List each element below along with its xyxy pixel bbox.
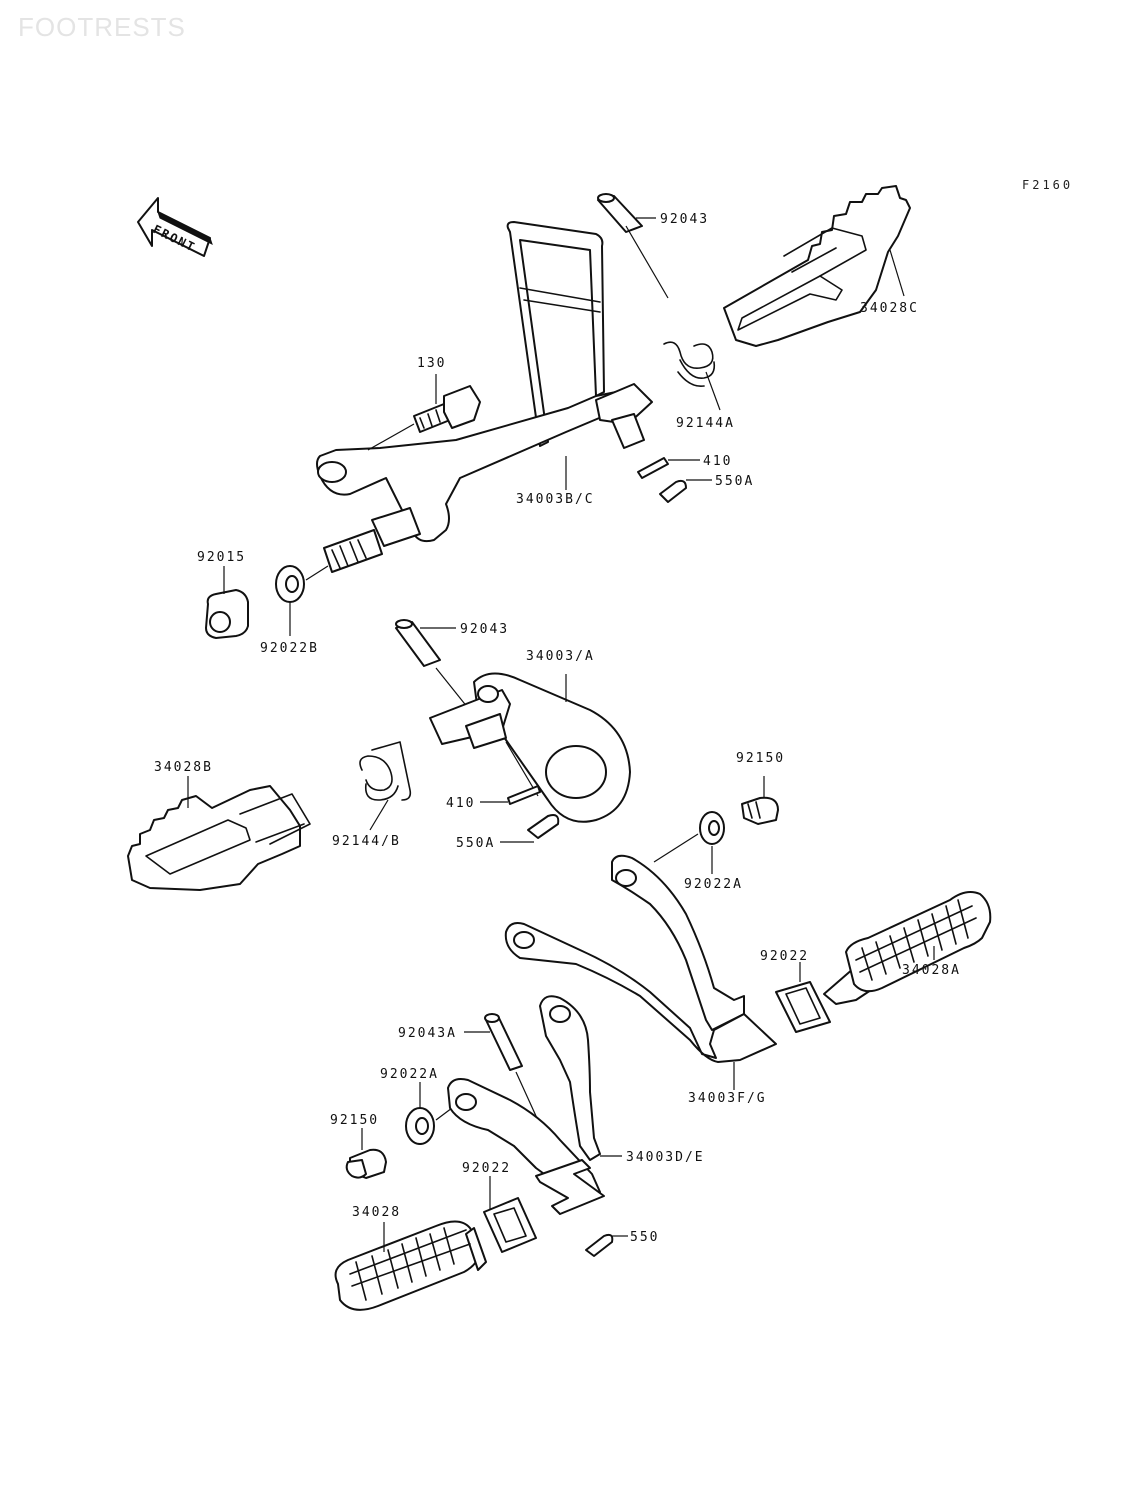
bolt-92150-right (741, 776, 779, 825)
bolt-92150-left (345, 1128, 387, 1179)
callout-34028a: 34028A (902, 963, 961, 978)
callout-92022a-left: 92022A (380, 1067, 439, 1082)
callout-550: 550 (630, 1230, 659, 1245)
cotter-pin-550a-mid (500, 814, 560, 843)
callout-550a-mid: 550A (456, 836, 495, 851)
cotter-pin-550a-top (659, 479, 712, 503)
pin-92043-mid (395, 619, 469, 709)
footpeg-bracket-34003fg (504, 854, 777, 1090)
cotter-pin-550 (585, 1233, 628, 1257)
callout-92022b: 92022B (260, 641, 319, 656)
footpeg-rubber-34028a (823, 891, 992, 1005)
washer-92022a-left (405, 1082, 453, 1145)
callout-34028c: 34028C (860, 301, 919, 316)
bolt-130 (367, 374, 481, 451)
callout-410-top: 410 (703, 454, 732, 469)
callout-34003bc: 34003B/C (516, 492, 595, 507)
callout-410-mid: 410 (446, 796, 475, 811)
callout-92015: 92015 (197, 550, 246, 565)
callout-34028b: 34028B (154, 760, 213, 775)
spring-pin-410-mid (480, 785, 541, 805)
callout-130: 130 (417, 356, 446, 371)
footpeg-bracket-34003de (447, 995, 622, 1215)
washer-92022a-right (653, 811, 725, 874)
callout-92144a: 92144A (676, 416, 735, 431)
figure-code: F2160 (1022, 178, 1074, 192)
callout-34028: 34028 (352, 1205, 401, 1220)
damper-92022-left (483, 1176, 537, 1253)
footpeg-rubber-34028 (334, 1220, 487, 1311)
callout-92022-left: 92022 (462, 1161, 511, 1176)
callout-92022a-right: 92022A (684, 877, 743, 892)
footpeg-34028b (127, 776, 311, 891)
callout-34003a: 34003/A (526, 649, 595, 664)
callout-92150-left: 92150 (330, 1113, 379, 1128)
callout-92043-mid: 92043 (460, 622, 509, 637)
page-watermark: FOOTRESTS (18, 12, 186, 42)
footpeg-bracket-34003bc (316, 221, 653, 573)
callout-92022-right: 92022 (760, 949, 809, 964)
callout-34003fg: 34003F/G (688, 1091, 767, 1106)
spring-92144a (663, 341, 721, 411)
damper-92022-right (775, 962, 831, 1033)
spring-pin-410-top (637, 457, 700, 479)
pin-92043-top (597, 193, 669, 299)
footpeg-bracket-34003a (429, 672, 631, 823)
collar-92015 (205, 566, 249, 639)
footpeg-34028c (723, 185, 911, 347)
callout-34003de: 34003D/E (626, 1150, 705, 1165)
spring-92144b (359, 741, 412, 831)
front-arrow-icon: FRONT (137, 197, 213, 257)
callout-92043-top: 92043 (660, 212, 709, 227)
callout-92150-right: 92150 (736, 751, 785, 766)
callout-550a-top: 550A (715, 474, 754, 489)
callout-92144b: 92144/B (332, 834, 401, 849)
callout-92043a: 92043A (398, 1026, 457, 1041)
washer-92022b (275, 565, 329, 636)
